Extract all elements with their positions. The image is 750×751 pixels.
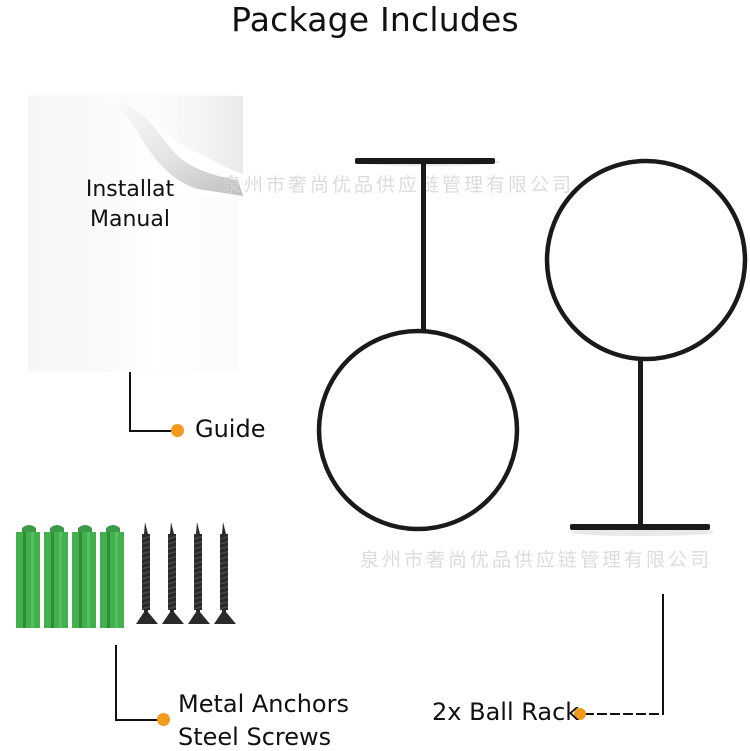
metal-anchors-image xyxy=(16,525,124,628)
ball-rack-callout-line-horizontal xyxy=(584,713,664,715)
guide-callout-line xyxy=(129,372,131,432)
manual-title-line1: Installat xyxy=(85,177,175,202)
page-title: Package Includes xyxy=(231,0,519,39)
anchors-callout-line-horizontal xyxy=(115,719,161,721)
ball-rack-bullet-icon xyxy=(574,708,586,720)
steel-screws-image xyxy=(136,522,236,624)
guide-label: Guide xyxy=(195,415,266,443)
steel-screws-label: Steel Screws xyxy=(178,723,332,751)
ball-rack-callout-line xyxy=(662,594,664,715)
watermark-top: 泉州市奢尚优品供应链管理有限公司 xyxy=(222,174,575,196)
metal-anchors-label: Metal Anchors xyxy=(178,690,349,718)
page-curl-icon xyxy=(98,96,243,196)
guide-callout-line-horizontal xyxy=(129,430,173,432)
guide-bullet-icon xyxy=(171,424,184,437)
anchors-bullet-icon xyxy=(157,713,170,726)
ball-rack-label: 2x Ball Rack xyxy=(432,698,580,726)
watermark-bottom: 泉州市奢尚优品供应链管理有限公司 xyxy=(360,549,713,571)
ball-rack-2-image xyxy=(544,158,748,536)
anchors-callout-line xyxy=(115,645,117,721)
ball-rack-1-image xyxy=(316,158,520,532)
manual-title-line2: Manual xyxy=(90,207,170,232)
